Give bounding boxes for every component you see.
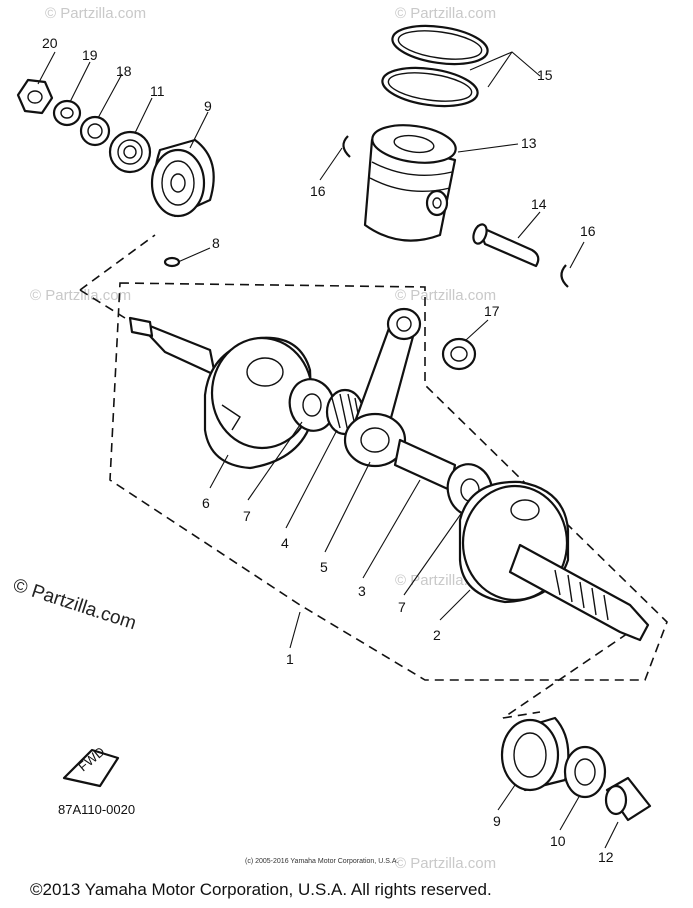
part-10-oil-seal xyxy=(563,745,607,799)
callout-13: 13 xyxy=(521,135,537,151)
part-3-crank-pin xyxy=(393,438,457,492)
small-copyright: (c) 2005-2016 Yamaha Motor Corporation, … xyxy=(245,858,398,865)
side-watermark: © Partzilla.com xyxy=(10,575,138,635)
callout-7-left: 7 xyxy=(243,508,251,524)
watermark: © Partzilla.com xyxy=(45,5,146,22)
callout-9-upper: 9 xyxy=(204,98,212,114)
leader-lines xyxy=(37,51,619,849)
callout-5: 5 xyxy=(320,559,328,575)
part-18-washer xyxy=(79,115,111,147)
callout-6: 6 xyxy=(202,495,210,511)
callout-19: 19 xyxy=(82,47,98,63)
watermark: © Partzilla.com xyxy=(395,855,496,872)
crankshaft-assembly-outline xyxy=(109,282,668,681)
callout-3: 3 xyxy=(358,583,366,599)
part-5-connecting-rod xyxy=(343,307,422,468)
part-20-nut xyxy=(16,78,54,115)
callout-2: 2 xyxy=(433,627,441,643)
bearing-leader-dash xyxy=(79,234,156,291)
callout-15: 15 xyxy=(537,67,553,83)
watermark-layer: © Partzilla.com © Partzilla.com © Partzi… xyxy=(30,5,496,872)
part-9-bearing-upper xyxy=(150,138,215,218)
watermark: © Partzilla.com xyxy=(395,287,496,304)
callout-7-right: 7 xyxy=(398,599,406,615)
fwd-arrow-icon: FWD xyxy=(62,744,120,788)
part-8-key xyxy=(163,256,181,268)
callout-20: 20 xyxy=(42,35,58,51)
callout-labels: 20 19 18 11 9 15 13 16 14 16 8 17 6 7 4 … xyxy=(42,35,614,865)
figure-code: 87A110-0020 xyxy=(58,802,135,817)
part-14-piston-pin xyxy=(472,223,540,268)
part-16-circlip-left xyxy=(342,135,351,158)
callout-10: 10 xyxy=(550,833,566,849)
part-19-lock-washer xyxy=(52,99,82,127)
callout-16-left: 16 xyxy=(310,183,326,199)
callout-16-right: 16 xyxy=(580,223,596,239)
callout-9-lower: 9 xyxy=(493,813,501,829)
main-copyright: ©2013 Yamaha Motor Corporation, U.S.A. A… xyxy=(30,880,492,899)
callout-4: 4 xyxy=(281,535,289,551)
bearing-leader-dash-lower xyxy=(502,624,641,719)
part-6-left-crank-half xyxy=(128,316,314,470)
part-17-needle-bearing-small xyxy=(441,337,477,371)
part-13-piston xyxy=(363,124,457,242)
part-15-piston-rings xyxy=(381,24,489,108)
callout-14: 14 xyxy=(531,196,547,212)
bearing-leader-dash xyxy=(79,289,126,319)
callout-11: 11 xyxy=(150,83,165,99)
bearing-leader-dash-lower xyxy=(502,711,541,719)
part-12-collar xyxy=(604,776,652,822)
watermark: © Partzilla.com xyxy=(30,287,131,304)
callout-1: 1 xyxy=(286,651,294,667)
callout-12: 12 xyxy=(598,849,614,865)
part-2-right-crank-half xyxy=(458,480,650,642)
callout-18: 18 xyxy=(116,63,132,79)
part-9-bearing-lower xyxy=(500,716,570,792)
callout-8: 8 xyxy=(212,235,220,251)
part-11-bearing xyxy=(108,130,152,174)
watermark: © Partzilla.com xyxy=(395,5,496,22)
callout-17: 17 xyxy=(484,303,500,319)
part-16-circlip-right xyxy=(560,264,569,288)
